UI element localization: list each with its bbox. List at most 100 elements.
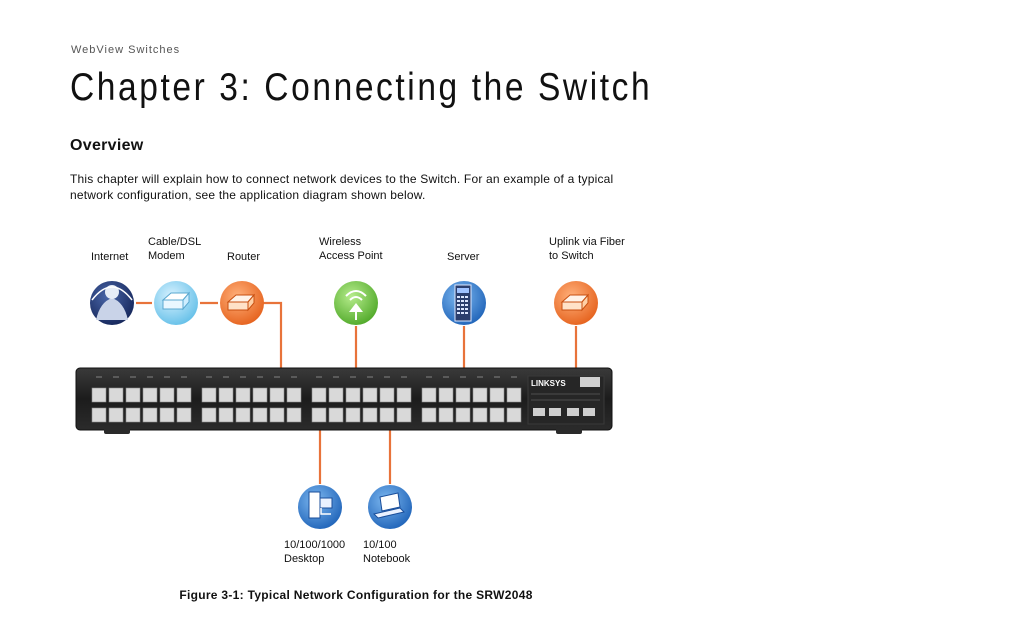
switch-port xyxy=(421,407,437,423)
switch-port xyxy=(201,407,217,423)
switch-port xyxy=(218,407,234,423)
switch-port xyxy=(274,376,280,378)
label-internet: Internet xyxy=(91,251,129,263)
switch-port xyxy=(350,376,356,378)
switch-port xyxy=(223,376,229,378)
label-desktop-line2: Desktop xyxy=(284,553,325,565)
label-modem-line2: Modem xyxy=(148,250,185,262)
switch-chassis: LINKSYS xyxy=(75,367,613,434)
globe-person-icon xyxy=(90,281,134,325)
switch-port xyxy=(489,387,505,403)
switch-port xyxy=(460,376,466,378)
router-icon xyxy=(220,281,264,325)
switch-port xyxy=(240,376,246,378)
switch-port xyxy=(113,376,119,378)
switch-port xyxy=(362,387,378,403)
switch-port xyxy=(108,387,124,403)
switch-port xyxy=(286,407,302,423)
label-desktop-line1: 10/100/1000 xyxy=(284,539,346,551)
switch-port xyxy=(130,376,136,378)
switch-port xyxy=(367,376,373,378)
switch-port xyxy=(311,387,327,403)
switch-port xyxy=(159,407,175,423)
switch-port xyxy=(286,387,302,403)
switch-port xyxy=(125,387,141,403)
switch-port xyxy=(506,407,522,423)
switch-port xyxy=(379,407,395,423)
label-notebook-line1: 10/100 xyxy=(363,539,397,551)
label-uplink-line1: Uplink via Fiber xyxy=(549,236,625,248)
switch-port xyxy=(438,407,454,423)
switch-port xyxy=(333,376,339,378)
page-header: WebView Switches xyxy=(71,44,181,56)
label-notebook-line2: Notebook xyxy=(363,553,411,565)
switch-port xyxy=(91,407,107,423)
switch-port xyxy=(269,407,285,423)
switch-port xyxy=(176,387,192,403)
switch-port xyxy=(379,387,395,403)
figure-caption: Figure 3-1: Typical Network Configuratio… xyxy=(179,588,533,602)
switch-port xyxy=(181,376,187,378)
switch-port xyxy=(494,376,500,378)
switch-port xyxy=(91,387,107,403)
switch-port xyxy=(96,376,102,378)
switch-port xyxy=(506,387,522,403)
label-server: Server xyxy=(447,251,480,263)
switch-port xyxy=(164,376,170,378)
switch-port xyxy=(362,407,378,423)
switch-port xyxy=(489,407,505,423)
switch-port xyxy=(257,376,263,378)
switch-port xyxy=(477,376,483,378)
switch-port xyxy=(396,407,412,423)
modem-icon xyxy=(154,281,198,325)
section-title: Overview xyxy=(70,137,144,154)
label-modem-line1: Cable/DSL xyxy=(148,236,202,248)
label-router: Router xyxy=(227,251,261,263)
wireless-ap-icon xyxy=(334,281,378,325)
switch-port xyxy=(125,407,141,423)
switch-port xyxy=(311,407,327,423)
desktop-icon xyxy=(298,485,342,529)
switch-port xyxy=(328,407,344,423)
uplink-router-icon xyxy=(554,281,598,325)
switch-ports xyxy=(91,376,522,423)
switch-port xyxy=(426,376,432,378)
switch-port xyxy=(455,387,471,403)
switch-port xyxy=(345,407,361,423)
switch-port xyxy=(147,376,153,378)
switch-port xyxy=(218,387,234,403)
intro-paragraph: This chapter will explain how to connect… xyxy=(70,172,614,202)
server-icon xyxy=(442,281,486,325)
switch-port xyxy=(206,376,212,378)
label-ap-line2: Access Point xyxy=(319,250,383,262)
switch-port xyxy=(472,387,488,403)
switch-port xyxy=(455,407,471,423)
switch-port xyxy=(142,387,158,403)
cable-router-switch xyxy=(262,301,283,395)
switch-port xyxy=(396,387,412,403)
switch-port xyxy=(252,407,268,423)
switch-port xyxy=(235,387,251,403)
switch-port xyxy=(176,407,192,423)
switch-port xyxy=(252,387,268,403)
switch-port xyxy=(384,376,390,378)
switch-port xyxy=(472,407,488,423)
switch-port xyxy=(511,376,517,378)
label-ap-line1: Wireless xyxy=(319,236,362,248)
switch-port xyxy=(345,387,361,403)
notebook-icon xyxy=(368,485,412,529)
switch-port xyxy=(235,407,251,423)
switch-port xyxy=(159,387,175,403)
switch-port xyxy=(269,387,285,403)
switch-brand-logo: LINKSYS xyxy=(531,379,566,388)
switch-port xyxy=(443,376,449,378)
switch-port xyxy=(328,387,344,403)
switch-port xyxy=(291,376,297,378)
switch-port xyxy=(401,376,407,378)
switch-port xyxy=(142,407,158,423)
label-uplink-line2: to Switch xyxy=(549,250,594,262)
switch-port xyxy=(316,376,322,378)
switch-port xyxy=(438,387,454,403)
switch-port xyxy=(201,387,217,403)
